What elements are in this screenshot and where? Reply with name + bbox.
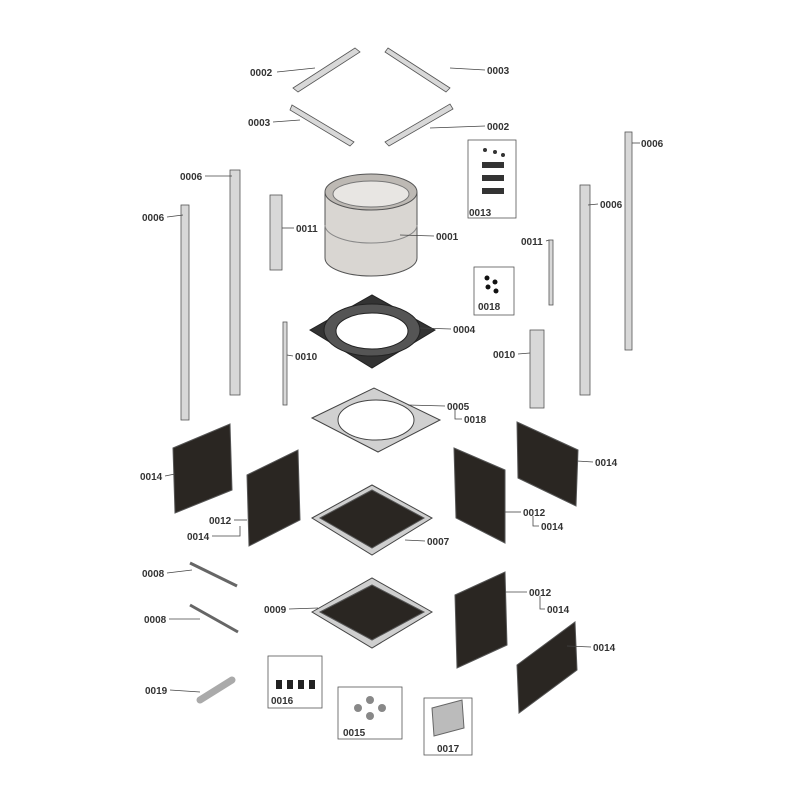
label-0014: 0014 <box>541 522 564 533</box>
part-0012-panel-lower <box>454 571 508 669</box>
label-0006: 0006 <box>180 172 203 183</box>
part-0006-post-a <box>229 169 241 396</box>
label-0003: 0003 <box>487 66 510 77</box>
label-0012: 0012 <box>209 516 232 527</box>
label-0006: 0006 <box>600 200 623 211</box>
label-0008: 0008 <box>142 569 165 580</box>
part-0012-panel-right <box>453 447 506 544</box>
part-0017-grille-box <box>423 697 473 756</box>
label-0010: 0010 <box>295 352 318 363</box>
label-0009: 0009 <box>264 605 287 616</box>
label-0018: 0018 <box>478 302 501 313</box>
part-0008-rod-b <box>189 603 239 634</box>
part-0002-rail-top-left <box>292 47 361 93</box>
part-0006-post-c <box>624 131 633 351</box>
part-0014-panel-left <box>172 423 233 514</box>
label-0006: 0006 <box>641 139 664 150</box>
label-0014: 0014 <box>593 643 616 654</box>
label-0005: 0005 <box>447 402 470 413</box>
label-0004: 0004 <box>453 325 476 336</box>
label-0003: 0003 <box>248 118 271 129</box>
part-0015-kit-box <box>337 686 403 740</box>
label-0016: 0016 <box>271 696 294 707</box>
label-0014: 0014 <box>140 472 163 483</box>
part-0014-panel-right <box>516 421 579 507</box>
part-0012-panel-left <box>246 449 301 547</box>
label-0018: 0018 <box>464 415 487 426</box>
label-0013: 0013 <box>469 208 492 219</box>
part-0003-rail-top-right <box>384 47 451 93</box>
part-0011-strip-right <box>548 239 554 306</box>
label-0007: 0007 <box>427 537 450 548</box>
label-0011: 0011 <box>296 224 318 235</box>
leader-lines <box>164 67 640 693</box>
label-0014: 0014 <box>595 458 618 469</box>
part-0006-post-d <box>579 184 591 396</box>
label-0012: 0012 <box>529 588 552 599</box>
label-0014: 0014 <box>187 532 210 543</box>
label-0012: 0012 <box>523 508 546 519</box>
part-0010-strip-right <box>529 329 545 409</box>
part-0003-rail-mid-left <box>289 104 355 147</box>
label-0019: 0019 <box>145 686 168 697</box>
part-0014-panel-lower <box>516 621 578 714</box>
part-labels: 0002 0003 0003 0002 0006 0006 0006 0011 … <box>140 66 664 755</box>
part-0013-kit-box <box>467 139 517 219</box>
part-0004-base-ring <box>309 294 436 369</box>
part-0019-tool <box>196 676 236 704</box>
part-0018-kit-box <box>473 266 515 316</box>
label-0002: 0002 <box>487 122 510 133</box>
part-0007-tray <box>311 484 433 556</box>
label-0015: 0015 <box>343 728 366 739</box>
label-0010: 0010 <box>493 350 516 361</box>
part-0011-strip-left <box>269 194 283 271</box>
label-0017: 0017 <box>437 744 460 755</box>
label-0011: 0011 <box>521 237 543 248</box>
label-0014: 0014 <box>547 605 570 616</box>
label-0006: 0006 <box>142 213 165 224</box>
part-0008-rod-a <box>189 561 238 588</box>
part-0010-strip-left <box>282 321 288 406</box>
label-0008: 0008 <box>144 615 167 626</box>
part-0001-cylinder <box>324 173 418 277</box>
part-0006-post-b <box>180 204 190 421</box>
label-0002: 0002 <box>250 68 273 79</box>
label-0001: 0001 <box>436 232 459 243</box>
part-0005-plate <box>310 387 442 453</box>
part-0009-tray <box>311 577 433 649</box>
part-0016-kit-box <box>267 655 323 709</box>
part-0002-rail-mid-right <box>384 103 454 147</box>
